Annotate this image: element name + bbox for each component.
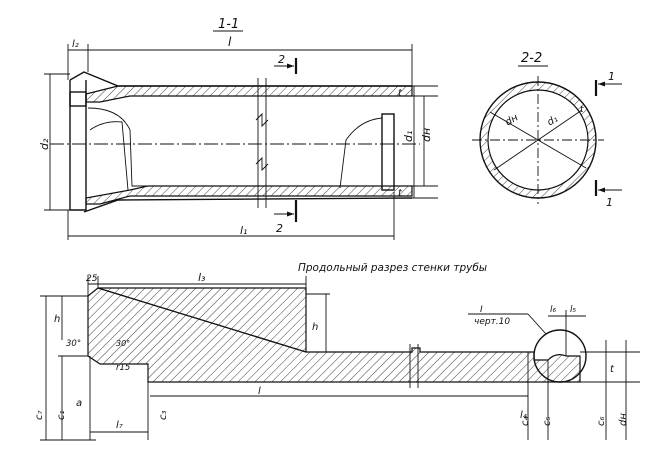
dim-c6: c₆ xyxy=(596,416,607,426)
dim-l1: l₁ xyxy=(240,224,247,237)
wall-section-view: Продольный разрез стенки трубы I черт.10… xyxy=(34,262,640,441)
section-2-2-title: 2-2 xyxy=(521,51,542,66)
detail-ref: черт.10 xyxy=(474,317,510,327)
cut-mark-1-top: 1 xyxy=(608,70,615,83)
dim-t-top: t xyxy=(398,88,403,99)
dim-angle2: 30° xyxy=(116,339,130,348)
dim-l-center: l xyxy=(258,386,261,397)
dim-l2: l₂ xyxy=(72,39,79,50)
dim-dn-right: dн xyxy=(618,413,629,426)
dim-dn: dн xyxy=(420,128,433,142)
cut-mark-2-bottom: 2 xyxy=(276,222,283,235)
dim-l5: l₅ xyxy=(570,305,577,315)
dim-h-mid: h xyxy=(312,322,318,333)
cut-mark-2-top: 2 xyxy=(278,53,285,66)
dim-angle: 30° xyxy=(66,339,81,349)
dim-c7: c₇ xyxy=(34,410,45,420)
dim-l4: l₄ xyxy=(520,410,527,421)
dim-t-right: t xyxy=(610,364,615,375)
dim-l: l xyxy=(228,35,232,49)
dim-c1: c₁ xyxy=(56,410,67,420)
detail-num: I xyxy=(480,305,483,315)
dim-c5: c₅ xyxy=(542,416,553,426)
dim-c4: c₄ xyxy=(520,416,531,426)
cut-mark-1-bottom: 1 xyxy=(606,196,613,209)
section-1-1-view: 1-1 l l₂ 2 2 xyxy=(38,17,438,240)
dim-a: a xyxy=(76,398,82,409)
dim-l6: l₆ xyxy=(550,305,557,315)
dim-l7: l₇ xyxy=(116,420,123,431)
dim-h-left: h xyxy=(54,314,60,325)
section-1-1-title: 1-1 xyxy=(218,17,239,32)
wall-section-title: Продольный разрез стенки трубы xyxy=(298,262,487,274)
dim-d1: d₁ xyxy=(402,131,415,142)
dim-d1-circle: d₁ xyxy=(546,114,560,129)
dim-25: 25 xyxy=(86,274,98,284)
dim-r15: r15 xyxy=(116,363,130,373)
wall-profile xyxy=(87,287,581,383)
dim-t-bottom: t xyxy=(398,188,403,199)
dim-t-circle: t xyxy=(580,105,584,115)
dim-c3: c₃ xyxy=(158,410,169,420)
section-2-2-view: 2-2 dн d₁ t 1 1 xyxy=(472,51,622,209)
dim-d2: d₂ xyxy=(38,138,51,150)
dim-l3: l₃ xyxy=(198,271,206,284)
